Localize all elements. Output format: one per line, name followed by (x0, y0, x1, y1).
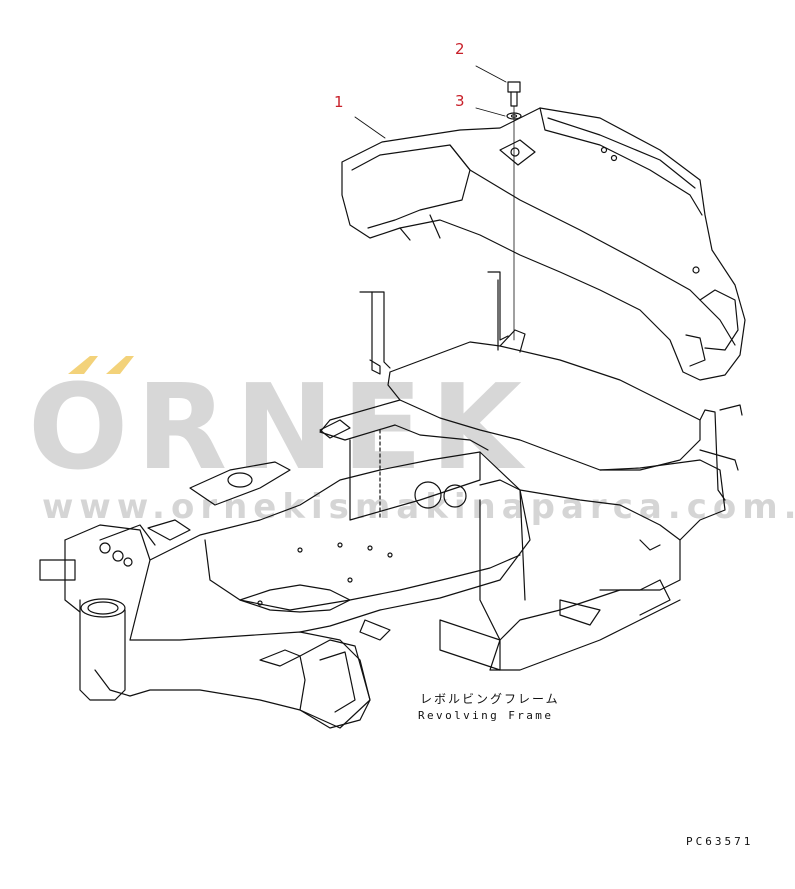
caption-english: Revolving Frame (418, 709, 554, 722)
watermark-website: www.ornekismakinaparca.com.tr (42, 487, 795, 527)
revolving-frame-part (39, 271, 743, 729)
drawing-code: PC63571 (686, 835, 754, 848)
caption-japanese: レボルビングフレーム (420, 692, 560, 706)
watermark-company-name: ORNEK (28, 358, 530, 496)
watermark-accent-icon (68, 356, 134, 374)
bolt-part (507, 81, 521, 341)
leader-lines (354, 65, 507, 139)
callout-1: 1 (334, 93, 344, 111)
washer-part (506, 112, 522, 120)
callout-2: 2 (455, 40, 465, 58)
callout-3: 3 (455, 92, 465, 110)
counterweight-part (341, 107, 746, 381)
